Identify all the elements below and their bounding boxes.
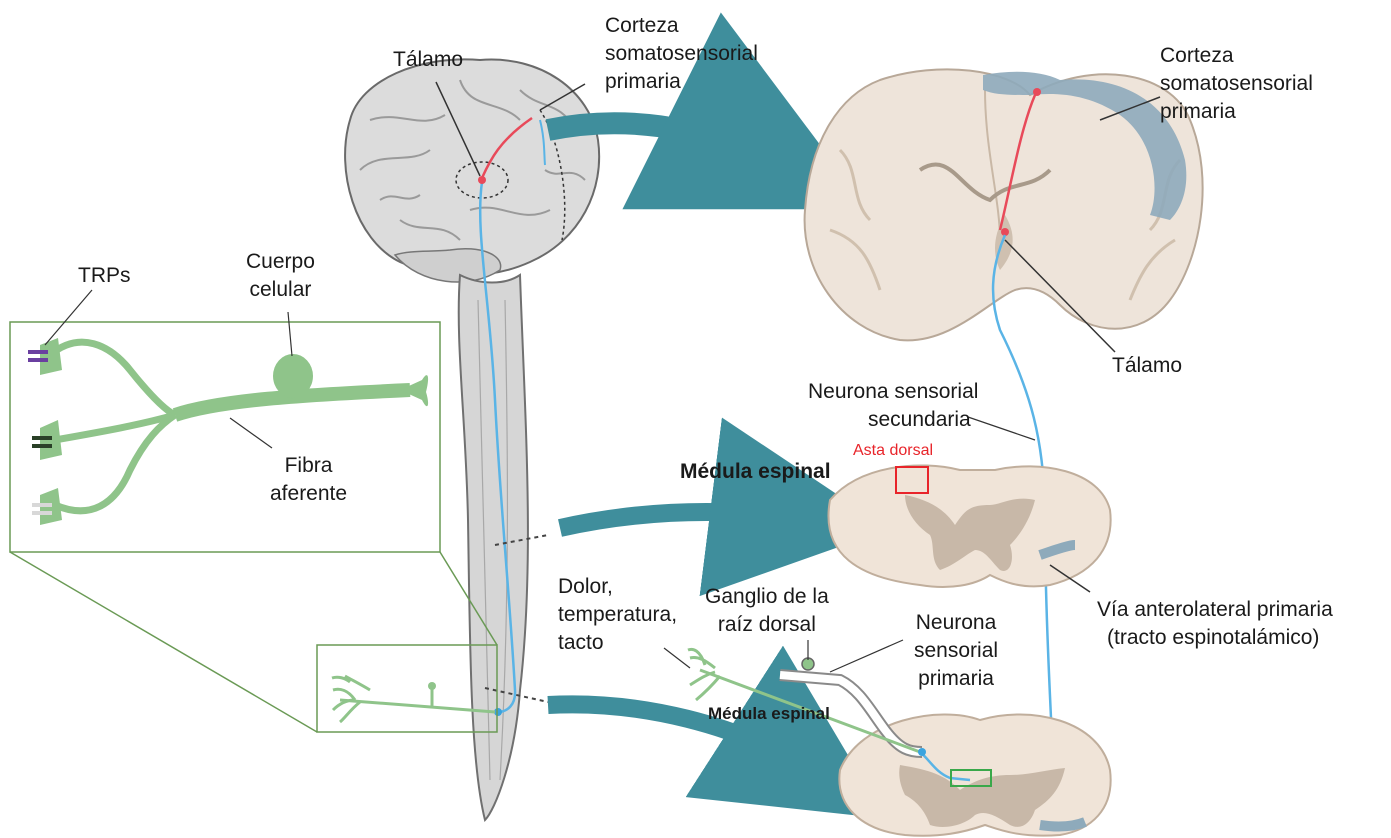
label-corteza-top: Corteza somatosensorial primaria bbox=[605, 12, 758, 96]
label-dolor-temperatura-tacto: Dolor, temperatura, tacto bbox=[558, 573, 677, 657]
label-talamo-right: Tálamo bbox=[1112, 352, 1182, 380]
label-talamo-top: Tálamo bbox=[393, 46, 463, 74]
label-trps: TRPs bbox=[78, 262, 131, 290]
label-via-anterolateral: Vía anterolateral primaria (tracto espin… bbox=[1097, 596, 1333, 652]
coronal-brain-section bbox=[805, 69, 1203, 340]
label-medula-middle: Médula espinal bbox=[680, 458, 831, 486]
label-medula-bottom: Médula espinal bbox=[708, 703, 830, 725]
brain-illustration bbox=[345, 59, 599, 282]
label-neurona-secundaria: Neurona sensorial secundaria bbox=[808, 378, 978, 434]
label-asta-dorsal: Asta dorsal bbox=[853, 441, 933, 461]
spinal-cross-section-middle bbox=[828, 465, 1110, 587]
label-corteza-right: Corteza somatosensorial primaria bbox=[1160, 42, 1313, 126]
label-fibra-aferente: Fibra aferente bbox=[270, 452, 347, 508]
arrow-to-spinal-section bbox=[560, 512, 800, 528]
label-ganglio-raiz-dorsal: Ganglio de la raíz dorsal bbox=[705, 583, 829, 639]
label-neurona-primaria: Neurona sensorial primaria bbox=[914, 609, 998, 693]
label-cuerpo-celular: Cuerpo celular bbox=[246, 248, 315, 304]
